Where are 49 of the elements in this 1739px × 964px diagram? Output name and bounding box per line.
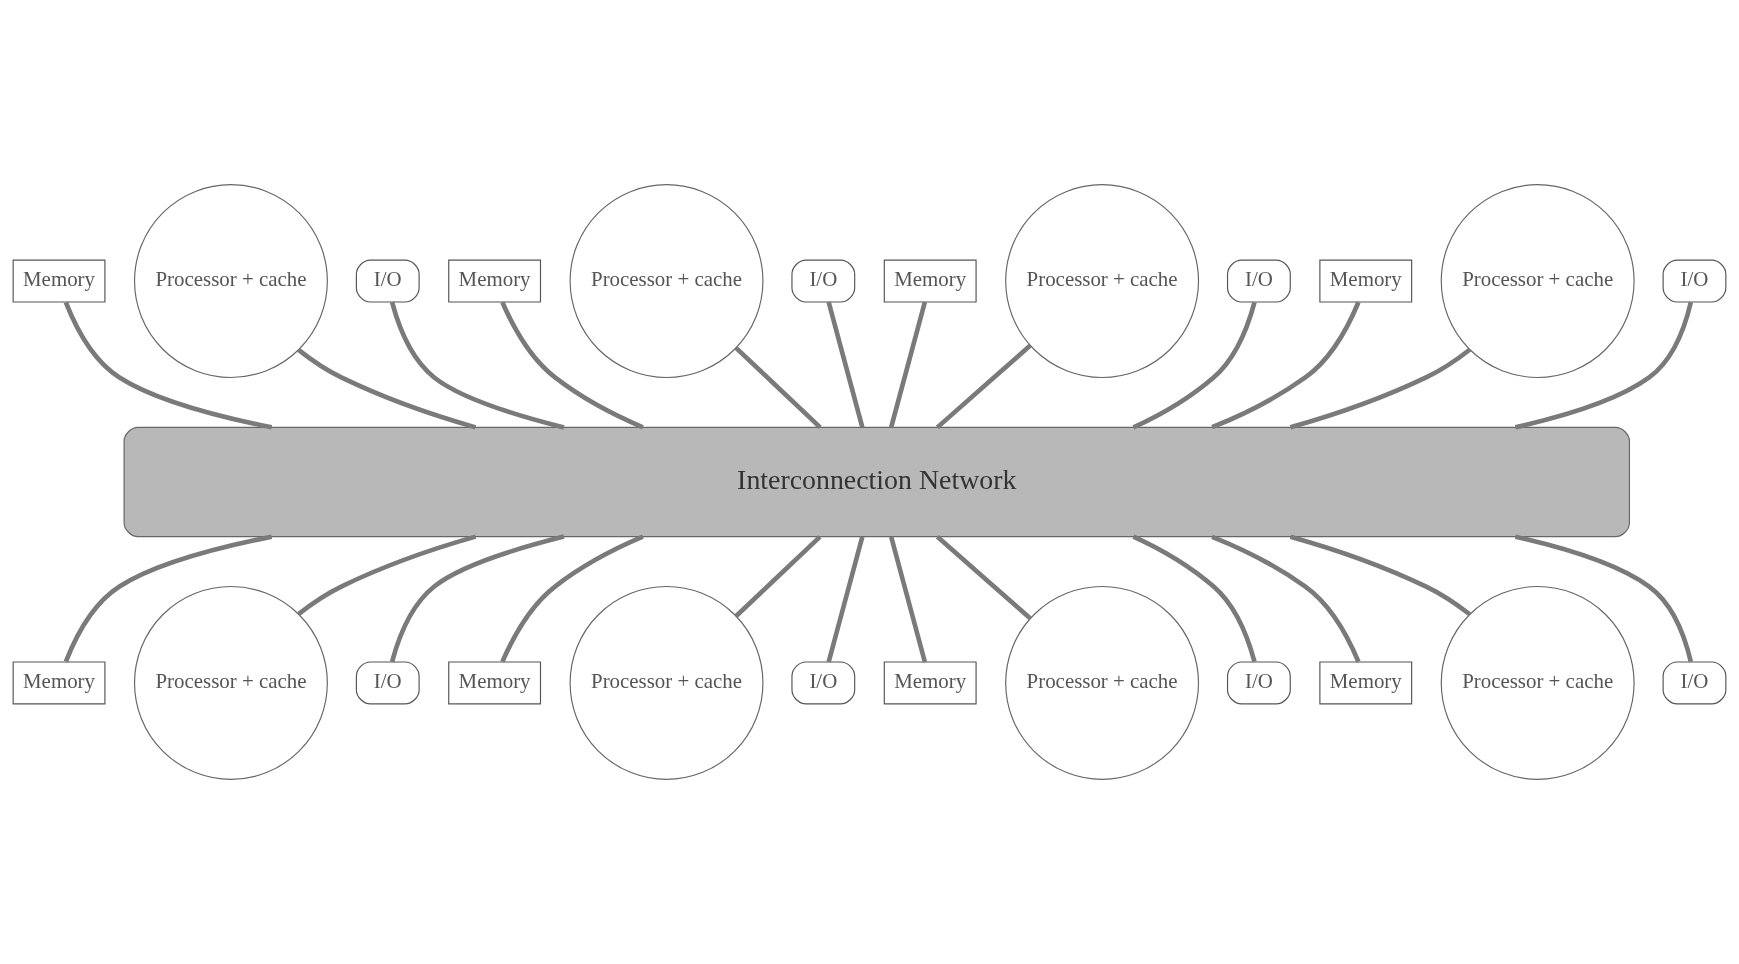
connector — [500, 301, 644, 430]
node-box: Memory — [883, 259, 977, 303]
connector — [1211, 534, 1361, 663]
node-box: I/O — [355, 661, 420, 705]
connector — [389, 534, 565, 663]
node-circle: Processor + cache — [569, 184, 764, 379]
connector — [734, 535, 822, 618]
connector — [826, 536, 865, 663]
node-box: I/O — [1662, 259, 1727, 303]
node-circle: Processor + cache — [1440, 184, 1635, 379]
connector — [1211, 301, 1361, 430]
connector — [888, 536, 928, 663]
connector — [63, 534, 273, 663]
connector — [297, 534, 477, 616]
connector — [1132, 301, 1257, 430]
connector — [734, 346, 822, 430]
connector — [1289, 534, 1472, 617]
node-box: Memory — [12, 661, 106, 705]
connector — [1514, 301, 1694, 430]
node-box: I/O — [791, 259, 856, 303]
connector — [1514, 534, 1694, 663]
connector — [935, 343, 1032, 430]
connector — [935, 534, 1032, 621]
connector — [1289, 347, 1472, 430]
node-box: I/O — [355, 259, 420, 303]
connector — [500, 534, 644, 663]
node-box: Memory — [883, 661, 977, 705]
connector — [888, 301, 928, 428]
node-circle: Processor + cache — [569, 585, 764, 780]
node-box: Interconnection Network — [123, 426, 1630, 538]
node-box: I/O — [1226, 259, 1291, 303]
node-circle: Processor + cache — [133, 585, 328, 780]
node-box: Memory — [12, 259, 106, 303]
node-circle: Processor + cache — [1005, 585, 1200, 780]
connector — [1132, 534, 1257, 663]
node-circle: Processor + cache — [1440, 585, 1635, 780]
node-circle: Processor + cache — [133, 184, 328, 379]
node-box: Memory — [1319, 259, 1413, 303]
node-box: I/O — [791, 661, 856, 705]
node-box: Memory — [1319, 661, 1413, 705]
node-box: I/O — [1662, 661, 1727, 705]
connector — [826, 301, 865, 428]
connector — [389, 301, 565, 430]
node-box: Memory — [448, 259, 542, 303]
connector — [297, 348, 477, 430]
connector — [63, 301, 273, 430]
node-circle: Processor + cache — [1005, 184, 1200, 379]
node-box: I/O — [1226, 661, 1291, 705]
node-box: Memory — [448, 661, 542, 705]
